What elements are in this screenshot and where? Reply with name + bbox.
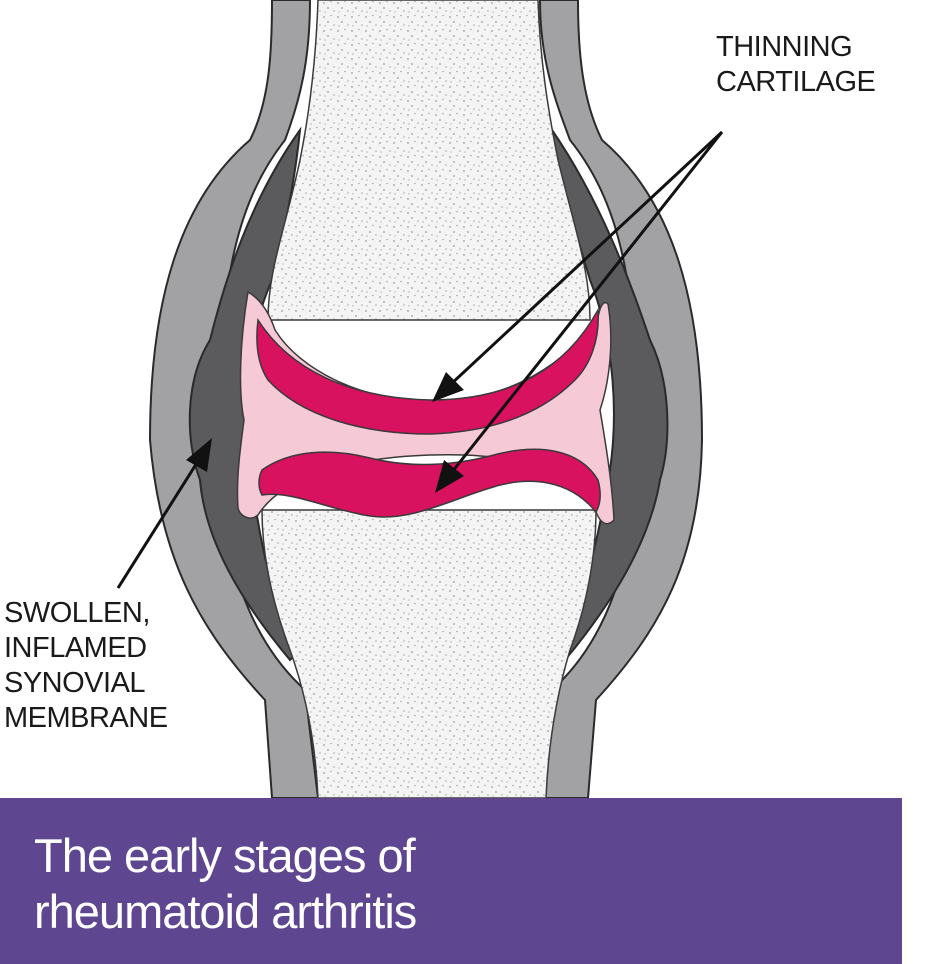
lower-cartilage xyxy=(258,448,601,518)
upper-cartilage xyxy=(256,307,599,435)
thinning-cartilage-label: THINNING CARTILAGE xyxy=(716,30,876,100)
caption-banner: The early stages of rheumatoid arthritis xyxy=(0,798,902,964)
joint-capsule-outer-right xyxy=(538,0,704,799)
synovial-label-line-1: SWOLLEN, xyxy=(4,597,150,629)
synovial-label-line-3: SYNOVIAL xyxy=(4,667,146,699)
thinning-cartilage-line-2: CARTILAGE xyxy=(716,66,876,98)
caption-line-2: rheumatoid arthritis xyxy=(34,885,417,938)
arrow-to-lower-cartilage xyxy=(435,131,724,493)
synovial-membrane-label: SWOLLEN, INFLAMED SYNOVIAL MEMBRANE xyxy=(4,596,168,736)
synovial-label-line-4: MEMBRANE xyxy=(4,702,168,734)
synovial-label-line-2: INFLAMED xyxy=(4,632,147,664)
arrow-to-synovial-membrane xyxy=(116,438,212,589)
upper-bone xyxy=(267,0,591,321)
joint-capsule-outer xyxy=(148,0,320,799)
caption-text: The early stages of rheumatoid arthritis xyxy=(34,828,417,940)
caption-line-1: The early stages of xyxy=(34,829,416,882)
thinning-cartilage-line-1: THINNING xyxy=(716,31,853,63)
arrow-to-upper-cartilage xyxy=(432,130,724,402)
